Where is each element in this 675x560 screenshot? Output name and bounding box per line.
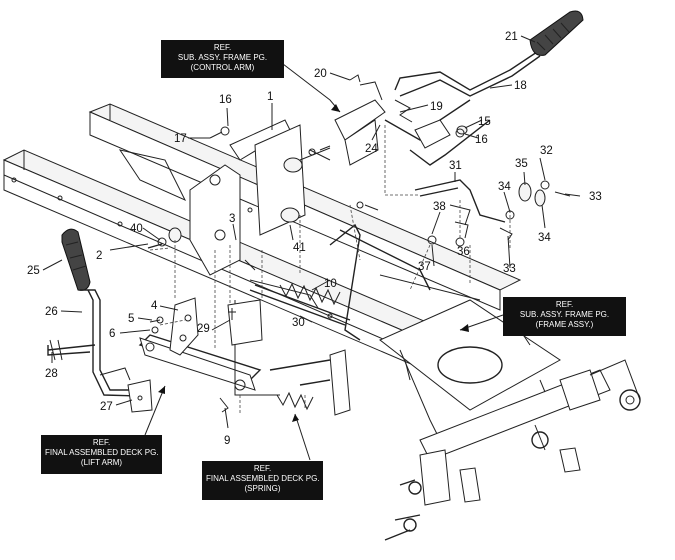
callout-5: 5 <box>128 313 134 325</box>
callout-28: 28 <box>45 368 58 380</box>
control-arm-assembly <box>334 49 541 166</box>
callout-16-top: 16 <box>219 94 232 106</box>
ref-frame-assy-line-1: REF. <box>555 300 574 309</box>
ref-frame-assy-line-2: SUB. ASSY. FRAME PG. <box>519 310 610 319</box>
callout-20: 20 <box>314 68 327 80</box>
ref-spring-line-3: (SPRING) <box>244 484 281 493</box>
callout-6: 6 <box>109 328 115 340</box>
callout-36: 36 <box>457 246 470 258</box>
handle-grip-21 <box>529 10 584 56</box>
callout-arrowheads <box>158 104 469 422</box>
rod-28 <box>47 339 96 361</box>
hardware-fasteners <box>147 74 465 413</box>
ref-spring-line-2: FINAL ASSEMBLED DECK PG. <box>206 474 320 483</box>
callout-34-bottom: 34 <box>538 232 551 244</box>
callout-27: 27 <box>100 401 113 413</box>
callout-24: 24 <box>365 143 378 155</box>
callout-17: 17 <box>174 133 187 145</box>
ref-control-arm-line-1: REF. <box>213 43 232 52</box>
callout-34-left: 34 <box>498 181 511 193</box>
callout-29: 29 <box>197 323 210 335</box>
callout-1: 1 <box>267 91 273 103</box>
ref-lift-arm-line-1: REF. <box>92 438 111 447</box>
ref-control-arm-line-3: (CONTROL ARM) <box>190 63 255 72</box>
callout-33-right: 33 <box>589 191 602 203</box>
callout-16-right: 16 <box>475 134 488 146</box>
handle-grip-25 <box>61 228 91 291</box>
callout-21: 21 <box>505 31 518 43</box>
ref-lift-arm-line-2: FINAL ASSEMBLED DECK PG. <box>45 448 159 457</box>
callout-leaders <box>42 35 581 461</box>
callout-31: 31 <box>449 160 462 172</box>
callout-19: 19 <box>430 101 443 113</box>
ref-frame-assy-line-3: (FRAME ASSY.) <box>535 320 594 329</box>
callout-40: 40 <box>130 223 143 235</box>
ref-box-spring: REF. FINAL ASSEMBLED DECK PG. (SPRING) <box>202 461 323 500</box>
callout-30: 30 <box>292 317 305 329</box>
ref-lift-arm-line-3: (LIFT ARM) <box>80 458 123 467</box>
callout-35: 35 <box>515 158 528 170</box>
callout-26: 26 <box>45 306 58 318</box>
assembly-guide-lines <box>149 125 511 415</box>
callout-18: 18 <box>514 80 527 92</box>
callout-41: 41 <box>293 242 306 254</box>
front-frame-assembly <box>379 299 641 541</box>
callout-10: 10 <box>324 278 337 290</box>
callout-37: 37 <box>418 261 431 273</box>
ref-spring-line-1: REF. <box>253 464 272 473</box>
callout-15: 15 <box>478 116 491 128</box>
callout-32: 32 <box>540 145 553 157</box>
callout-2: 2 <box>96 250 102 262</box>
callout-9: 9 <box>224 435 230 447</box>
callout-numbers: 1 2 3 4 5 6 9 10 15 16 16 17 18 19 20 21… <box>27 31 602 447</box>
ref-box-control-arm: REF. SUB. ASSY. FRAME PG. (CONTROL ARM) <box>161 40 284 78</box>
linkage-rods <box>138 223 481 416</box>
lift-arm-plate <box>189 119 331 276</box>
ref-box-frame-assy: REF. SUB. ASSY. FRAME PG. (FRAME ASSY.) <box>503 297 626 336</box>
lift-lever-rod <box>80 289 153 413</box>
ref-control-arm-line-2: SUB. ASSY. FRAME PG. <box>177 53 268 62</box>
callout-38: 38 <box>433 201 446 213</box>
callout-33-bottom: 33 <box>503 263 516 275</box>
callout-4: 4 <box>151 300 158 312</box>
ref-box-lift-arm: REF. FINAL ASSEMBLED DECK PG. (LIFT ARM) <box>41 435 162 474</box>
callout-25: 25 <box>27 265 40 277</box>
callout-3: 3 <box>229 213 235 225</box>
